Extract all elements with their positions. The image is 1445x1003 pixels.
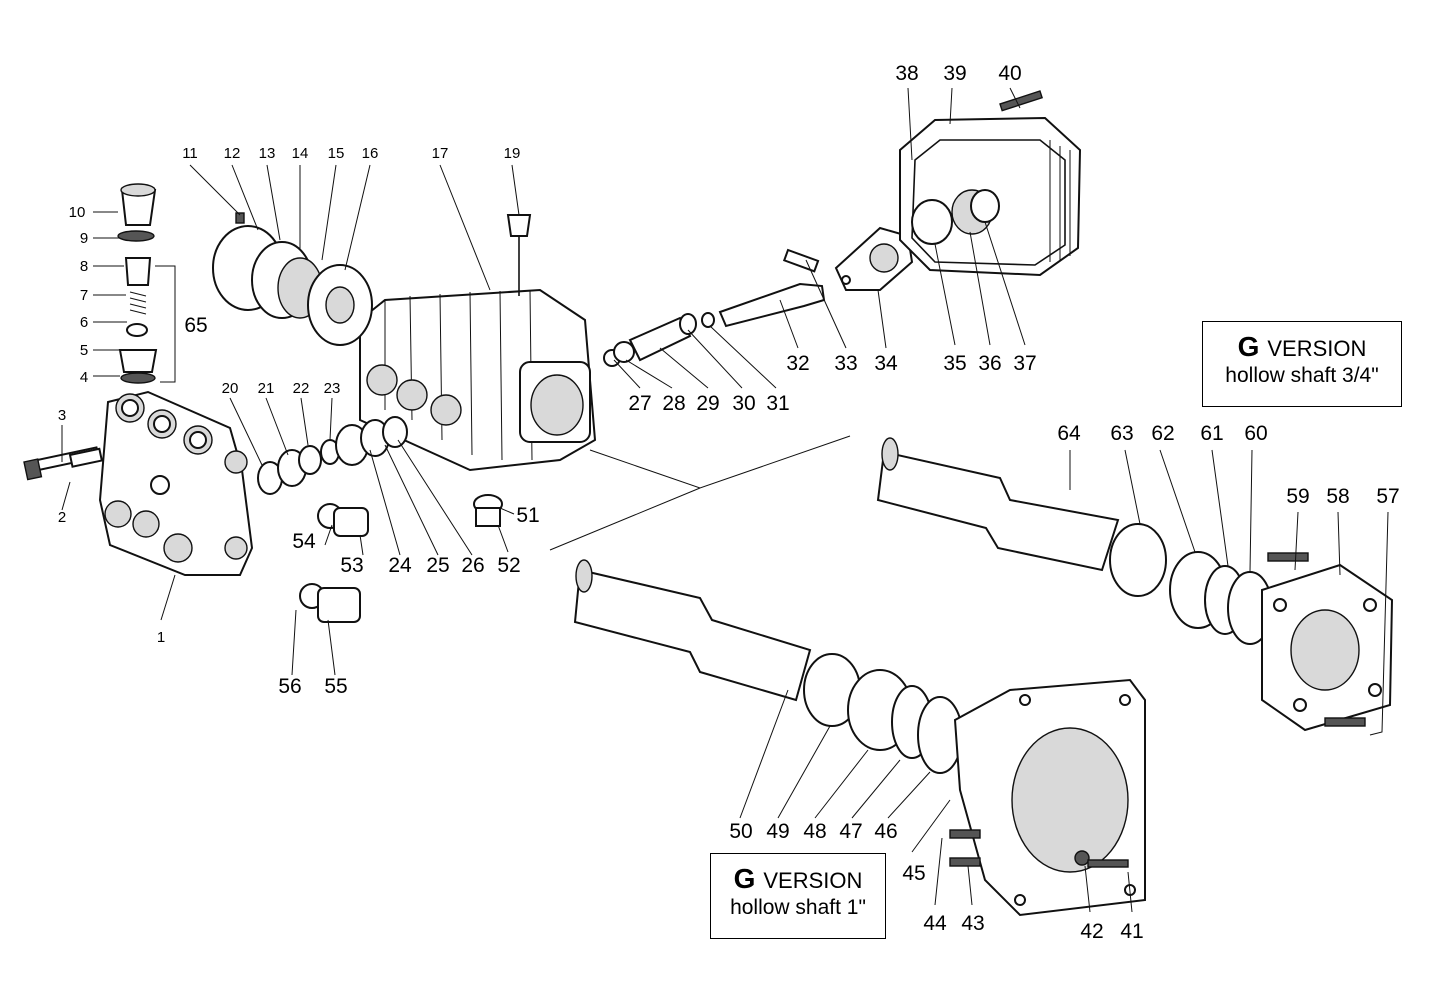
- crankshaft-3-4: [876, 437, 1273, 645]
- version-box-top: G VERSION hollow shaft 3/4": [1202, 321, 1402, 407]
- label-33: 33: [834, 352, 857, 375]
- label-22: 22: [293, 380, 310, 397]
- label-60: 60: [1244, 422, 1267, 445]
- label-23: 23: [324, 380, 341, 397]
- label-26: 26: [461, 554, 484, 577]
- label-7: 7: [80, 287, 88, 304]
- label-57: 57: [1376, 485, 1399, 508]
- version-word: VERSION: [1267, 336, 1367, 361]
- label-24: 24: [388, 554, 412, 577]
- label-55: 55: [324, 675, 347, 698]
- label-43: 43: [961, 912, 984, 935]
- label-3: 3: [58, 407, 66, 424]
- label-14: 14: [292, 145, 309, 162]
- label-50: 50: [729, 820, 752, 843]
- piston-rod: [603, 248, 826, 367]
- label-17: 17: [432, 145, 449, 162]
- manifold-bolts: [23, 446, 104, 481]
- label-31: 31: [766, 392, 789, 415]
- label-45: 45: [902, 862, 925, 885]
- label-25: 25: [426, 554, 449, 577]
- label-63: 63: [1110, 422, 1133, 445]
- label-16: 16: [362, 145, 379, 162]
- label-53: 53: [340, 554, 363, 577]
- label-19: 19: [504, 145, 521, 162]
- label-4: 4: [80, 369, 88, 386]
- label-34: 34: [874, 352, 898, 375]
- leader-lines: [61, 87, 1389, 913]
- label-44: 44: [923, 912, 947, 935]
- label-29: 29: [696, 392, 719, 415]
- label-40: 40: [998, 62, 1021, 85]
- label-38: 38: [895, 62, 918, 85]
- label-6: 6: [80, 314, 88, 331]
- version-letter: G: [1237, 331, 1260, 362]
- label-9: 9: [80, 230, 88, 247]
- crankshaft-1-inch: [573, 559, 963, 774]
- label-41: 41: [1120, 920, 1143, 943]
- piston-seals: [257, 416, 408, 495]
- label-15: 15: [328, 145, 345, 162]
- connecting-rod: [834, 226, 914, 291]
- flange-3-4: [1261, 552, 1394, 732]
- label-62: 62: [1151, 422, 1174, 445]
- label-51: 51: [516, 504, 539, 527]
- label-2: 2: [58, 509, 66, 526]
- label-64: 64: [1057, 422, 1081, 445]
- label-46: 46: [874, 820, 897, 843]
- version-letter: G: [733, 863, 756, 894]
- label-13: 13: [259, 145, 276, 162]
- version-subtitle: hollow shaft 3/4": [1225, 364, 1379, 387]
- label-28: 28: [662, 392, 685, 415]
- manifold-head: [98, 390, 254, 576]
- crankcase: [359, 288, 597, 472]
- drain-plugs: [299, 494, 503, 623]
- label-49: 49: [766, 820, 789, 843]
- label-59: 59: [1286, 485, 1309, 508]
- label-65: 65: [184, 314, 207, 337]
- oil-dipstick: [506, 214, 532, 296]
- version-subtitle: hollow shaft 1": [730, 896, 866, 919]
- label-37: 37: [1013, 352, 1036, 375]
- label-35: 35: [943, 352, 966, 375]
- part-labels: 1 2 3 4 5 6 7 8 9 10 11 12 13 14 15 16 1…: [58, 62, 1400, 943]
- label-30: 30: [732, 392, 755, 415]
- label-54: 54: [292, 530, 316, 553]
- label-21: 21: [258, 380, 275, 397]
- version-word: VERSION: [763, 868, 863, 893]
- label-32: 32: [786, 352, 809, 375]
- label-11: 11: [182, 145, 198, 162]
- label-12: 12: [224, 145, 241, 162]
- label-48: 48: [803, 820, 826, 843]
- label-39: 39: [943, 62, 966, 85]
- label-20: 20: [222, 380, 239, 397]
- version-box-bottom: G VERSION hollow shaft 1": [710, 853, 886, 939]
- valve-stack: [117, 183, 176, 384]
- label-47: 47: [839, 820, 862, 843]
- label-27: 27: [628, 392, 651, 415]
- bell-housing: [949, 678, 1146, 917]
- assembly-lines: [549, 435, 851, 551]
- label-36: 36: [978, 352, 1001, 375]
- bearing-cover: [212, 212, 373, 346]
- label-61: 61: [1200, 422, 1223, 445]
- label-42: 42: [1080, 920, 1103, 943]
- label-8: 8: [80, 258, 88, 275]
- rear-cover: [899, 90, 1082, 277]
- label-1: 1: [157, 629, 165, 646]
- label-56: 56: [278, 675, 301, 698]
- label-58: 58: [1326, 485, 1349, 508]
- label-5: 5: [80, 342, 88, 359]
- label-52: 52: [497, 554, 520, 577]
- label-10: 10: [69, 204, 86, 221]
